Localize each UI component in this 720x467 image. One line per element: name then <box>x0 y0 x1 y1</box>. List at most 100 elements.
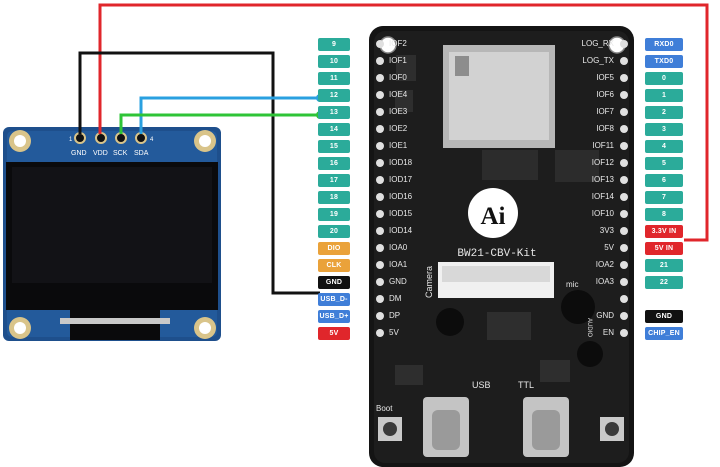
right-header-pin <box>620 312 628 320</box>
right-pin-name: EN <box>602 328 614 337</box>
right-header-pin <box>620 210 628 218</box>
oled-module: 1 4 GND VDD SCK SDA <box>3 127 221 341</box>
oled-pin-sck-label: SCK <box>113 150 128 157</box>
wire-sda-to-12 <box>139 96 320 134</box>
left-pin-badge: 5V <box>318 327 350 340</box>
right-header-pin <box>620 57 628 65</box>
right-pin-name: IOA2 <box>595 260 614 269</box>
left-pin-name: IOA1 <box>389 260 408 269</box>
right-header-pin <box>620 295 628 303</box>
right-pin-name: IOF6 <box>596 90 614 99</box>
right-pin-badge: 7 <box>645 191 683 204</box>
left-pin-badge: CLK <box>318 259 350 272</box>
right-pin-badge: GND <box>645 310 683 323</box>
left-pin-name: IOD18 <box>389 158 413 167</box>
left-pin-badge: 10 <box>318 55 350 68</box>
right-pin-badge: CHIP_EN <box>645 327 683 340</box>
left-header-pin <box>376 57 384 65</box>
microphone <box>561 290 595 324</box>
left-pin-name: IOE4 <box>389 90 408 99</box>
left-pin-badge: 16 <box>318 157 350 170</box>
left-pin-name: IOD15 <box>389 209 413 218</box>
left-header-pin <box>376 227 384 235</box>
left-pin-name: 5V <box>389 328 399 337</box>
right-pin-badge: 5V IN <box>645 242 683 255</box>
left-header-pin <box>376 329 384 337</box>
left-pin-name: IOE1 <box>389 141 408 150</box>
right-pin-name: IOF10 <box>591 209 614 218</box>
left-header-pin <box>376 278 384 286</box>
oled-pin-number-4: 4 <box>150 137 154 143</box>
right-pin-badge: 0 <box>645 72 683 85</box>
right-header-pin <box>620 40 628 48</box>
left-header-pin <box>376 142 384 150</box>
right-pin-name: LOG_TX <box>582 56 614 65</box>
right-header-pin <box>620 193 628 201</box>
right-header-pin <box>620 176 628 184</box>
right-pin-badge: 4 <box>645 140 683 153</box>
left-pin-name: IOF0 <box>389 73 407 82</box>
left-pin-name: IOF1 <box>389 56 407 65</box>
wire-vdd-to-3v3 <box>98 3 709 242</box>
right-pin-badge: 2 <box>645 106 683 119</box>
left-pin-badge: 18 <box>318 191 350 204</box>
left-pin-name: IOD17 <box>389 175 413 184</box>
left-header-pin <box>376 176 384 184</box>
audio-label: AUDIO <box>586 318 592 337</box>
ttl-label: TTL <box>518 380 534 390</box>
left-pin-badge: 12 <box>318 89 350 102</box>
left-pin-name: IOD16 <box>389 192 413 201</box>
left-pin-badge: 9 <box>318 38 350 51</box>
board-name: BW21-CBV-Kit <box>457 248 536 260</box>
left-pin-name: IOF2 <box>389 39 407 48</box>
left-header-pin <box>376 210 384 218</box>
boot-label: Boot <box>376 404 393 413</box>
left-pin-badge: 20 <box>318 225 350 238</box>
usb-label: USB <box>472 380 491 390</box>
wire-gnd-to-gnd <box>78 51 320 295</box>
right-pin-badge: 3.3V IN <box>645 225 683 238</box>
mic-label: mic <box>566 280 578 289</box>
right-pin-name: IOF12 <box>591 158 614 167</box>
right-pin-name: 3V3 <box>599 226 614 235</box>
right-header-pin <box>620 261 628 269</box>
left-header-pin <box>376 244 384 252</box>
right-header-pin <box>620 108 628 116</box>
left-pin-badge: 14 <box>318 123 350 136</box>
ai-logo <box>468 188 518 238</box>
right-pin-name: LOG_RX <box>581 39 614 48</box>
left-pin-badge: 13 <box>318 106 350 119</box>
ai-logo-text: Ai <box>481 203 506 230</box>
oled-pin-vdd-label: VDD <box>93 150 108 157</box>
right-header-pin <box>620 91 628 99</box>
left-pin-name: IOE3 <box>389 107 408 116</box>
left-pin-name: GND <box>389 277 407 286</box>
bw21-board: Ai BW21-CBV-Kit Camera mic AUDIO USB TTL… <box>369 26 634 467</box>
oled-pin-sda-label: SDA <box>134 150 149 157</box>
right-header-pin <box>620 278 628 286</box>
right-header-pin <box>620 159 628 167</box>
left-header-pin <box>376 193 384 201</box>
right-pin-name: IOF5 <box>596 73 614 82</box>
left-header-pin <box>376 40 384 48</box>
right-pin-badge: 3 <box>645 123 683 136</box>
left-pin-name: IOA0 <box>389 243 408 252</box>
right-pin-name: IOF8 <box>596 124 614 133</box>
wire-sck-to-13 <box>119 113 320 134</box>
left-pin-name: DP <box>389 311 401 320</box>
left-pin-badge: 19 <box>318 208 350 221</box>
right-pin-name: IOF7 <box>596 107 614 116</box>
left-pin-name: IOD14 <box>389 226 413 235</box>
left-pin-badge: 11 <box>318 72 350 85</box>
right-pin-name: IOF11 <box>592 141 614 150</box>
oled-pin-gnd-label: GND <box>71 150 87 157</box>
right-pin-badge: 21 <box>645 259 683 272</box>
left-pin-name: DM <box>389 294 402 303</box>
right-pin-badge: RXD0 <box>645 38 683 51</box>
right-header-pin <box>620 125 628 133</box>
right-header-pin <box>620 244 628 252</box>
left-pin-badge: GND <box>318 276 350 289</box>
left-header-pin <box>376 261 384 269</box>
left-header-pin <box>376 159 384 167</box>
